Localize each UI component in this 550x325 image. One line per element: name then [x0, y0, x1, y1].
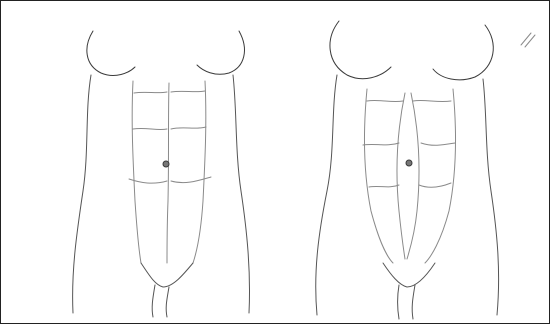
right-torso	[316, 21, 535, 319]
left-torso-abs-right-edge	[193, 81, 206, 263]
right-torso-stray-mark	[521, 33, 535, 47]
left-torso-abs-left-edge	[132, 81, 141, 263]
right-torso-abs-left-outer	[364, 89, 393, 263]
right-torso-navel	[406, 160, 412, 166]
left-torso-right-contour	[233, 75, 250, 313]
left-torso-left-breast	[87, 31, 135, 75]
left-torso-intersection-2	[133, 127, 206, 130]
right-torso-left-breast	[330, 21, 391, 79]
left-torso-linea-alba	[167, 83, 169, 263]
right-torso-right-contour	[483, 79, 499, 315]
left-torso	[73, 31, 250, 317]
left-torso-intersection-3	[129, 177, 211, 183]
right-torso-abs-right-outer	[425, 89, 456, 263]
left-torso-left-contour	[73, 75, 91, 313]
right-torso-intersection-3	[369, 183, 451, 187]
left-torso-navel	[163, 161, 169, 167]
right-torso-intersection-1	[367, 100, 451, 101]
right-torso-intersection-2	[363, 143, 455, 145]
right-torso-abs-left-inner	[397, 93, 405, 259]
left-torso-right-breast	[197, 31, 244, 74]
right-torso-right-breast	[433, 25, 493, 80]
left-torso-groin-right	[166, 287, 169, 317]
right-torso-pubic-v	[383, 263, 435, 287]
left-torso-groin-left	[152, 285, 155, 317]
right-torso-groin-left	[398, 285, 400, 319]
right-torso-abs-right-inner	[407, 93, 419, 259]
left-torso-pubic-v	[141, 263, 193, 287]
left-torso-intersection-1	[134, 91, 205, 93]
right-torso-left-contour	[316, 75, 337, 315]
right-torso-groin-right	[412, 285, 415, 319]
